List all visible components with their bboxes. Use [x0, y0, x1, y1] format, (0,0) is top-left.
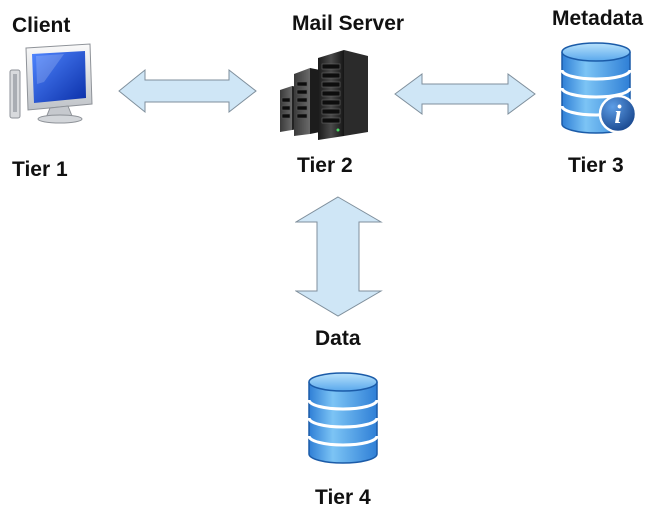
server-metadata-arrow-shape	[394, 73, 536, 115]
svg-text:i: i	[614, 100, 622, 129]
mail-server-tier-label: Tier 2	[297, 154, 353, 177]
database-icon	[307, 372, 379, 464]
database-info-icon: i	[560, 42, 638, 134]
metadata-title: Metadata	[552, 7, 644, 30]
data-title: Data	[315, 327, 361, 350]
computer-monitor-icon	[9, 43, 93, 124]
client-server-arrow	[118, 68, 257, 114]
client-server-arrow-shape	[118, 68, 257, 114]
metadata-tier-label: Tier 3	[568, 154, 624, 177]
client-title: Client	[12, 14, 71, 37]
server-data-arrow	[295, 196, 383, 317]
server-rack-icon	[280, 50, 368, 140]
client-tier-label: Tier 1	[12, 158, 68, 181]
mail-server-title: Mail Server	[292, 12, 405, 35]
server-metadata-arrow	[394, 73, 536, 115]
data-tier-label: Tier 4	[315, 486, 371, 509]
server-data-arrow-shape	[295, 196, 383, 317]
